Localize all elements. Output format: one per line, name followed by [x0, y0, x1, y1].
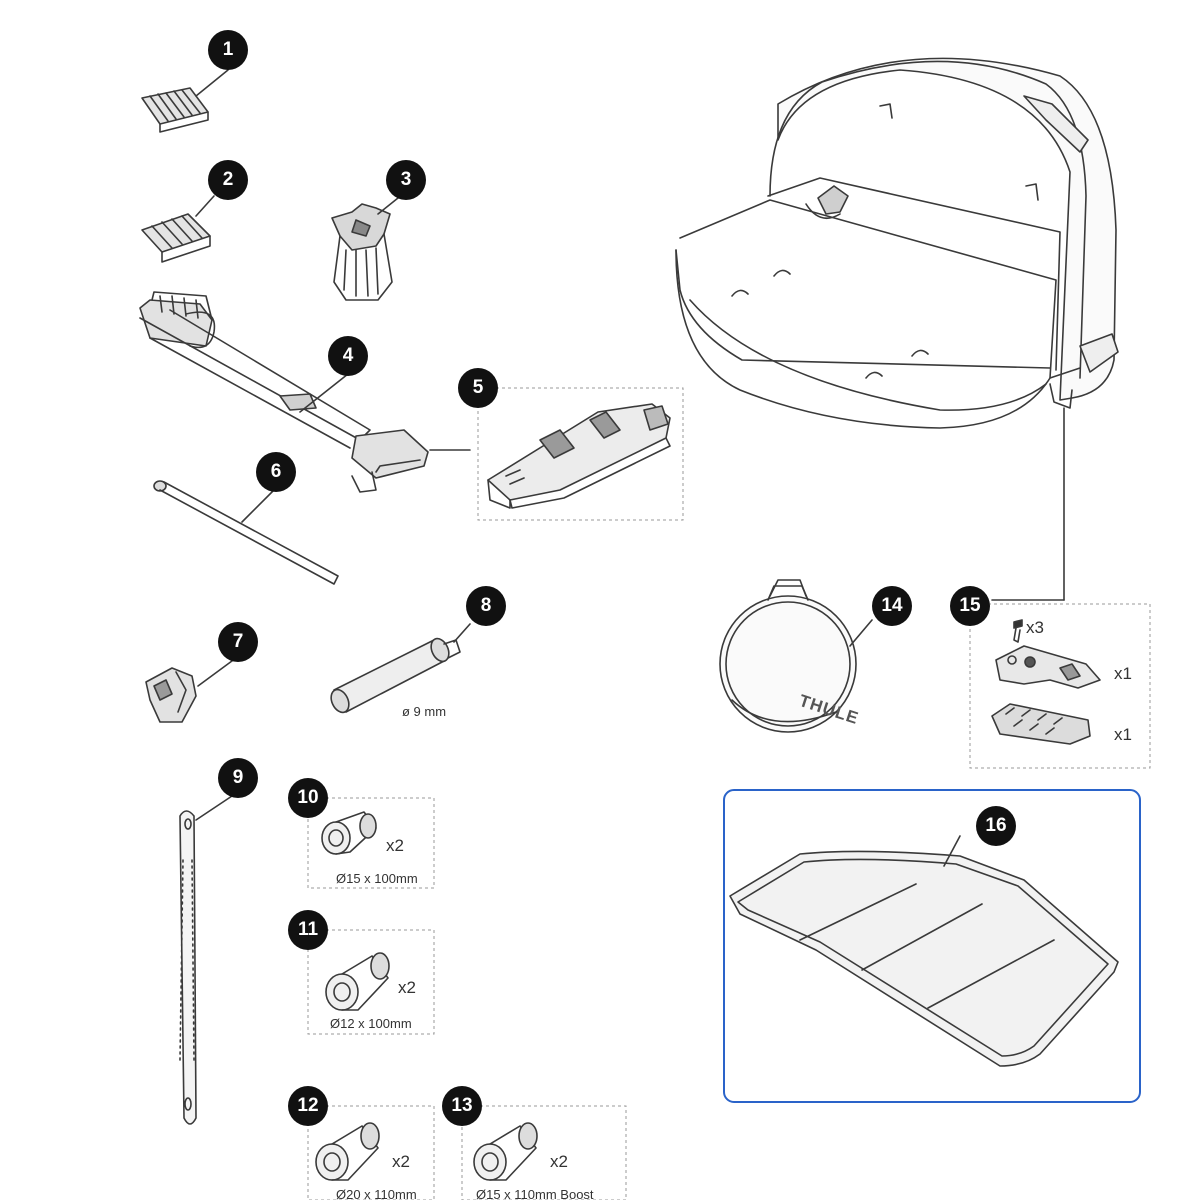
- part-8-axle-cylinder: [330, 623, 471, 714]
- callout-6: 6: [256, 452, 296, 492]
- callout-14: 14: [872, 586, 912, 626]
- callout-13: 13: [442, 1086, 482, 1126]
- frame-part-13: [461, 1105, 627, 1200]
- callout-9: 9: [218, 758, 258, 798]
- callout-16: 16: [976, 806, 1016, 846]
- callout-8: 8: [466, 586, 506, 626]
- part-13-qty-label: x2: [550, 1152, 568, 1171]
- part-15-plate-qty-label: x1: [1114, 725, 1132, 744]
- bike-case: [675, 57, 1119, 601]
- part-6-axle-rod: [153, 480, 339, 585]
- part-15-screw-qty-label: x3: [1026, 618, 1044, 637]
- callout-7: 7: [218, 622, 258, 662]
- part-16-protective-mat: [729, 835, 1119, 1067]
- callout-2: 2: [208, 160, 248, 200]
- part-5-fork-adapter: [487, 403, 671, 509]
- part-13-size-label: Ø15 x 110mm Boost: [476, 1187, 594, 1202]
- part-12-axle-adapter: [315, 1122, 380, 1181]
- part-frames: [307, 387, 1151, 1200]
- part-11-size-label: Ø12 x 100mm: [330, 1016, 412, 1031]
- part-13-axle-adapter: [473, 1122, 538, 1181]
- part-10-qty-label: x2: [386, 836, 404, 855]
- part-15-bracket-qty-label: x1: [1114, 664, 1132, 683]
- callout-4: 4: [328, 336, 368, 376]
- callout-15: 15: [950, 586, 990, 626]
- callout-11: 11: [288, 910, 328, 950]
- part-8-diameter-label: ø 9 mm: [402, 704, 447, 719]
- part-3-clamp: [331, 197, 399, 301]
- part-4-fork-mount: [139, 291, 471, 493]
- part-10-axle-adapter: [321, 811, 377, 855]
- frame-part-15: [969, 603, 1151, 769]
- frame-part-11: [307, 929, 435, 1035]
- callout-3: 3: [386, 160, 426, 200]
- frame-part-12: [307, 1105, 435, 1200]
- part-11-qty-label: x2: [398, 978, 416, 997]
- callout-1: 1: [208, 30, 248, 70]
- part-9-long-strap: [179, 795, 233, 1125]
- part-12-qty-label: x2: [392, 1152, 410, 1171]
- part-2-strap-pad: [141, 195, 215, 263]
- callout-5: 5: [458, 368, 498, 408]
- callout-10: 10: [288, 778, 328, 818]
- part-7-clip: [145, 657, 237, 723]
- highlight-frame-part-16: [723, 789, 1141, 1103]
- callout-12: 12: [288, 1086, 328, 1126]
- frame-part-5: [477, 387, 684, 521]
- part-10-size-label: Ø15 x 100mm: [336, 871, 418, 886]
- part-1-strap-pad: [141, 69, 229, 133]
- frame-part-10: [307, 797, 435, 889]
- part-11-axle-adapter: [325, 952, 390, 1011]
- part-15-hardware: [991, 619, 1101, 745]
- part-14-wheel-bag: [719, 579, 873, 733]
- part-12-size-label: Ø20 x 110mm: [336, 1187, 417, 1202]
